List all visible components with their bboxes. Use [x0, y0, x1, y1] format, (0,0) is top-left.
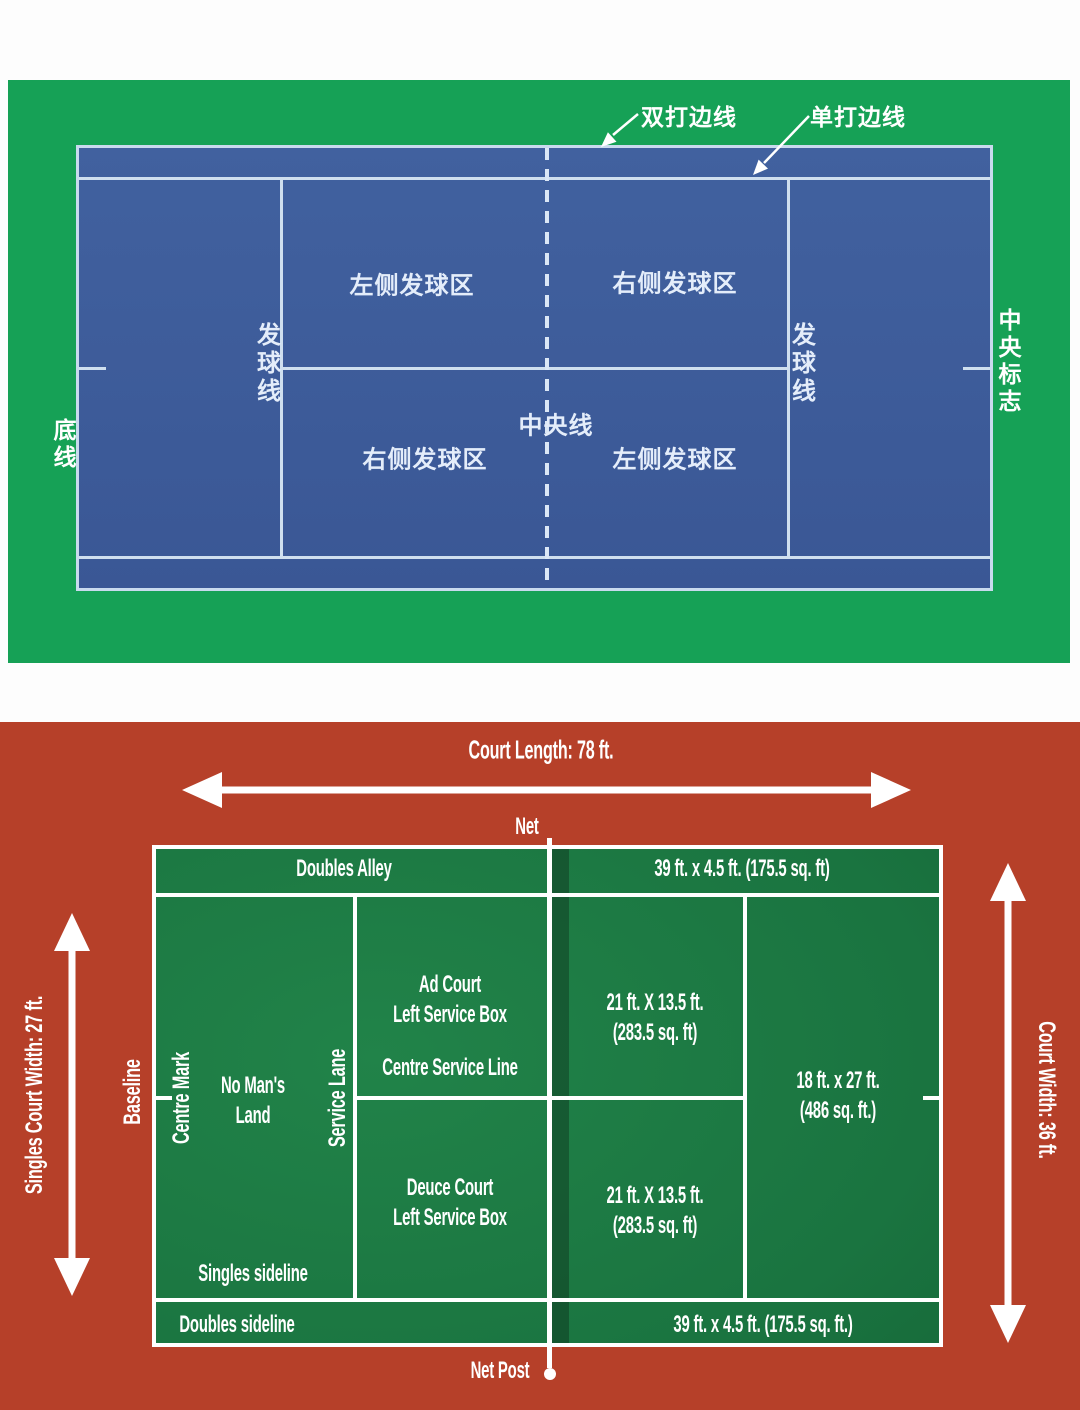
backcourt-dims: 18 ft. x 27 ft. (486 sq. ft.): [796, 1066, 879, 1126]
doubles-sideline-label: Doubles sideline: [179, 1311, 295, 1338]
service-line-left-label: 发球线: [252, 322, 280, 406]
doubles-alley-label: Doubles Alley: [296, 855, 392, 882]
no-mans-land-label: No Man's Land: [221, 1071, 285, 1131]
court-width-label: Court Width: 36 ft.: [1033, 1021, 1060, 1159]
zone-bottom-right-label: 左侧发球区: [612, 446, 738, 474]
english-court-diagram: Court Length: 78 ft. Net Doubles Alley 3…: [0, 722, 1080, 1410]
service-lane-label: Service Lane: [324, 1048, 351, 1148]
no-mans-land-line1: No Man's: [220, 1072, 286, 1099]
deuce-court-label: Deuce Court Left Service Box: [393, 1173, 507, 1233]
singles-line-top: [79, 177, 990, 180]
ad-court-line1: Ad Court: [418, 971, 482, 998]
zone-top-left-label: 左侧发球区: [349, 272, 475, 300]
centre-service-line: [280, 367, 790, 370]
deuce-court-line1: Deuce Court: [406, 1174, 494, 1201]
centre-mark-label: Centre Mark: [168, 1051, 195, 1145]
backcourt-dims-line2: (486 sq. ft.): [799, 1097, 877, 1124]
service-line-right-label: 发球线: [787, 322, 815, 406]
net-post-label: Net Post: [470, 1357, 530, 1384]
singles-court-width-label: Singles Court Width: 27 ft.: [21, 995, 48, 1195]
ad-court-dims-line2: (283.5 sq. ft): [612, 1019, 698, 1046]
court-length-title: Court Length: 78 ft.: [468, 734, 614, 765]
deuce-court-dims: 21 ft. X 13.5 ft. (283.5 sq. ft): [607, 1181, 704, 1241]
callout-arrows: [601, 113, 810, 175]
zone-bottom-left-label: 右侧发球区: [362, 446, 488, 474]
net-line: [547, 838, 552, 1368]
deuce-court-line2: Left Service Box: [393, 1204, 507, 1231]
net-post-dot: [544, 1368, 556, 1380]
centre-service-line-label: Centre Service Line: [382, 1054, 518, 1081]
court-blue: 左侧发球区 右侧发球区 发球线 发球线 中央线 右侧发球区 左侧发球区: [76, 145, 993, 591]
baseline-label: Baseline: [119, 1059, 146, 1125]
net-label: Net: [515, 813, 539, 840]
chinese-court-diagram: 左侧发球区 右侧发球区 发球线 发球线 中央线 右侧发球区 左侧发球区 底线 中…: [0, 80, 1080, 663]
ad-court-label: Ad Court Left Service Box: [393, 970, 507, 1030]
centre-line-label: 中央线: [518, 412, 594, 440]
centre-mark-tick-right: [923, 1096, 939, 1100]
singles-line-bottom: [79, 556, 990, 559]
centre-mark-tick-left: [156, 1096, 172, 1100]
ad-court-dims: 21 ft. X 13.5 ft. (283.5 sq. ft): [607, 988, 704, 1048]
centre-mark-label: 中央标志: [995, 308, 1021, 416]
doubles-sideline-callout: 双打边线: [641, 104, 737, 130]
centre-mark-tick-left: [79, 367, 106, 370]
backcourt-dims-line1: 18 ft. x 27 ft.: [796, 1067, 880, 1094]
ad-court-line2: Left Service Box: [393, 1001, 507, 1028]
deuce-court-dims-line2: (283.5 sq. ft): [612, 1212, 698, 1239]
zone-top-right-label: 右侧发球区: [612, 270, 738, 298]
singles-sideline-label: Singles sideline: [198, 1260, 308, 1287]
alley-bottom-dims: 39 ft. x 4.5 ft. (175.5 sq. ft.): [673, 1311, 853, 1338]
baseline-label: 底线: [50, 418, 76, 472]
centre-net-dashed-line: [545, 148, 549, 588]
deuce-court-dims-line1: 21 ft. X 13.5 ft.: [606, 1182, 704, 1209]
centre-mark-tick-right: [963, 367, 990, 370]
alley-top-dims: 39 ft. x 4.5 ft. (175.5 sq. ft): [654, 855, 830, 882]
no-mans-land-line2: Land: [235, 1102, 271, 1129]
dimension-arrows: [54, 772, 1026, 1343]
singles-sideline-callout: 单打边线: [810, 104, 906, 130]
ad-court-dims-line1: 21 ft. X 13.5 ft.: [606, 989, 704, 1016]
